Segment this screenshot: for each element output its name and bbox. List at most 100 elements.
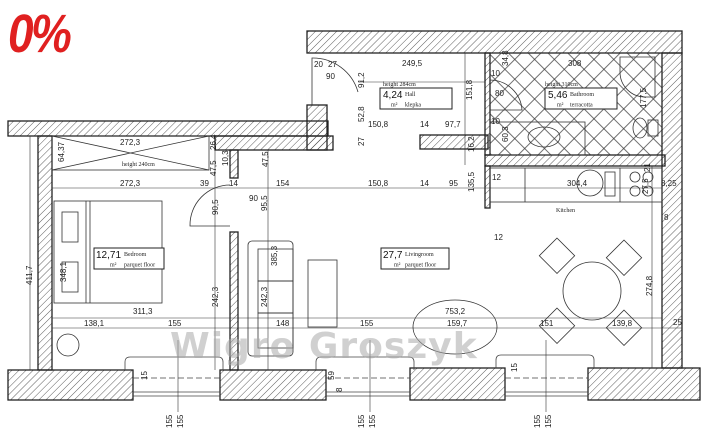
dimension-label: 8: [335, 387, 344, 392]
dimension-label: 26,4: [209, 134, 218, 150]
dimension-label: 138,1: [84, 319, 105, 328]
dimension-label: 10,3: [221, 150, 230, 166]
dimension-label: 14: [420, 179, 429, 188]
wall-bottom-4: [587, 367, 701, 401]
room-floor: klepka: [405, 103, 421, 109]
wall-hall-stub: [419, 134, 489, 150]
dimension-label: 272,3: [120, 179, 141, 188]
tv-stand: [307, 259, 338, 328]
windows: [124, 354, 595, 397]
dimension-label: 348,1: [59, 261, 68, 282]
dimension-label: 16,2: [467, 136, 476, 152]
bathtub: [489, 121, 586, 156]
dimension-label: 64,37: [57, 141, 66, 162]
dimension-label: 27,5: [641, 178, 650, 194]
dimension-label: 155: [176, 414, 185, 428]
room-area: 4,24: [383, 90, 403, 101]
room-label-hall: height 284cm 4,24 Hall m² klepka: [379, 82, 453, 110]
wall-top-step: [214, 135, 334, 151]
dimension-label: 272,3: [120, 138, 141, 147]
wall-bath-bottom: [484, 154, 666, 167]
dimension-label: 21: [643, 163, 652, 172]
dimension-label: 155: [368, 414, 377, 428]
dimension-label: 20: [314, 60, 323, 69]
dimension-label: 60,3: [501, 126, 510, 142]
dimension-label: 150,8: [368, 120, 389, 129]
dimension-label: 150,8: [368, 179, 389, 188]
dimension-label: 151,8: [465, 79, 474, 100]
dimension-label: 34,8: [501, 50, 510, 66]
dimension-label: 59: [327, 371, 336, 380]
kitchen-counter: [489, 167, 663, 203]
dimension-label: 10: [491, 117, 500, 126]
room-floor: parquet floor: [124, 262, 155, 269]
wall-bottom-3: [409, 367, 506, 401]
dimension-label: 242,3: [211, 286, 220, 307]
dimension-label: 90,5: [211, 199, 220, 215]
dimension-label: 311,3: [133, 307, 153, 316]
wardrobe: [51, 135, 210, 171]
dimension-label: 139,8: [612, 319, 633, 328]
dimension-label: 90: [326, 72, 335, 81]
dimension-label: 80: [495, 89, 504, 98]
room-height: height 310cm: [545, 82, 578, 88]
dimension-label: 95: [449, 179, 458, 188]
room-height: height 284cm: [383, 82, 416, 88]
dimension-label: 177,5: [639, 87, 648, 108]
dimension-label: 155: [168, 319, 182, 328]
room-label-bedroom: height 240cm 12,71 Bedroom m² parquet fl…: [93, 162, 165, 270]
dimension-label: 47,5: [261, 151, 270, 167]
kitchen-label: Kitchen: [556, 208, 575, 214]
dimension-label: 155: [165, 414, 174, 428]
wall-stub: [229, 149, 239, 179]
dimension-label: 151: [540, 319, 554, 328]
dimension-label: 411,7: [25, 265, 34, 285]
dimension-label: 12: [494, 233, 503, 242]
dimension-label: 274,8: [645, 275, 654, 296]
room-floor: terracotta: [570, 103, 593, 109]
dimension-label: 39: [200, 179, 209, 188]
watermark: Wigro Groszyk: [170, 326, 478, 367]
dimension-label: 27: [328, 60, 337, 69]
wall-left: [37, 135, 53, 371]
dimension-label: 91,2: [357, 72, 366, 88]
room-name: Hall: [405, 92, 416, 98]
room-area: 12,71: [96, 250, 121, 261]
room-unit: m²: [557, 103, 564, 109]
dimension-label: 304,4: [567, 179, 588, 188]
dimension-label: 135,5: [467, 171, 476, 192]
walls: [7, 30, 701, 401]
room-label-livingroom: 27,7 Livingroom m² parquet floor: [380, 247, 450, 270]
toilet: [632, 117, 648, 139]
dimension-label: 8,25: [661, 179, 677, 188]
doors: [189, 57, 523, 227]
dimension-label: 10: [491, 69, 500, 78]
room-name: Livingroom: [405, 252, 434, 258]
dimension-label: 15: [140, 371, 149, 380]
wall-bottom-2: [219, 369, 327, 401]
dimension-label: 12: [492, 173, 501, 182]
wall-kitchen-side: [484, 165, 491, 209]
dimension-label: 97,7: [445, 120, 461, 129]
dimension-label: 242,3: [260, 286, 269, 307]
dimension-label: 95,5: [260, 195, 269, 211]
dimension-label: 249,5: [402, 59, 423, 68]
wall-bottom-1: [7, 369, 134, 401]
room-label-bathroom: height 310cm 5,46 Bathroom m² terracotta: [544, 82, 618, 110]
dimension-label: 308: [568, 59, 582, 68]
plant: [56, 333, 80, 357]
dimension-label: 155: [360, 319, 374, 328]
room-labels: height 284cm 4,24 Hall m² klepka height …: [93, 82, 618, 270]
dimension-label: 90: [249, 194, 258, 203]
dimension-lines: [29, 53, 682, 412]
dimension-label: 14: [229, 179, 238, 188]
dimension-label: 52,8: [357, 106, 366, 122]
dimension-label: 148: [276, 319, 290, 328]
wall-entry-jamb: [306, 104, 328, 151]
room-unit: m²: [394, 263, 401, 269]
discount-badge: 0%: [8, 4, 72, 64]
dimension-label: 8: [664, 213, 669, 222]
